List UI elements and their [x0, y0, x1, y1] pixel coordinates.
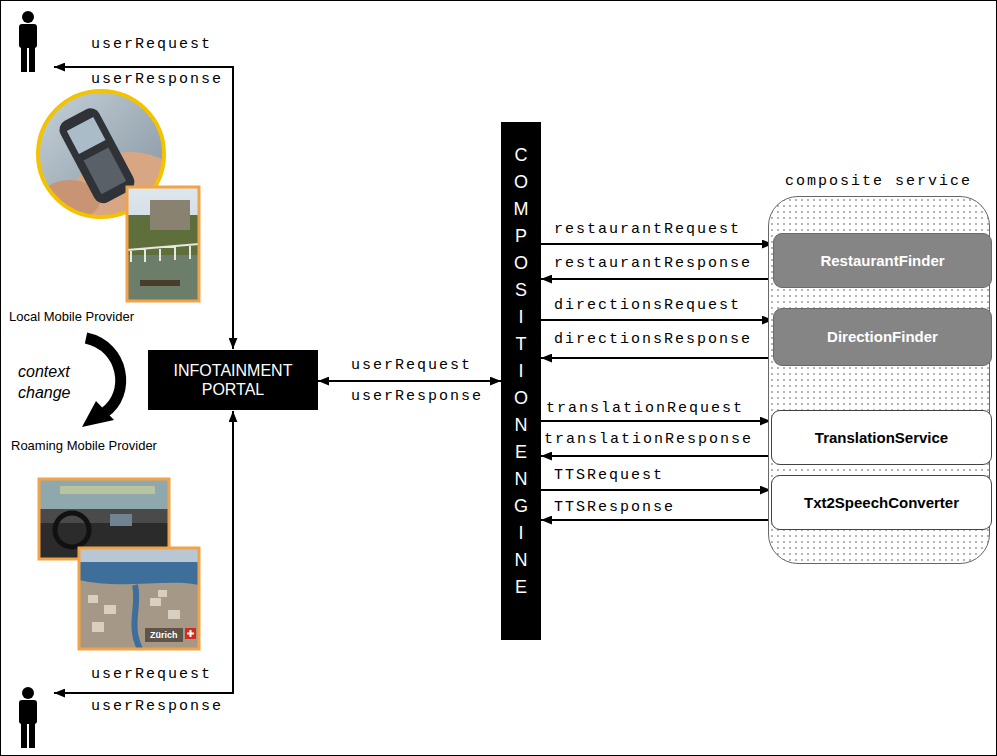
service-box: TranslationService: [771, 410, 992, 465]
person-icon: [19, 687, 37, 748]
photo-bridge: [127, 244, 199, 262]
service-group: composite serviceRestaurantFinderDirecti…: [765, 168, 993, 570]
message-arrow: [541, 455, 771, 457]
person-leg: [21, 722, 27, 748]
building: [104, 605, 116, 614]
service-group-text: composite service: [785, 174, 972, 190]
message-arrow: [541, 420, 771, 422]
building: [150, 598, 161, 606]
message-name: restaurantResponse: [553, 256, 753, 272]
river-photo: [127, 187, 199, 301]
building: [92, 622, 104, 632]
engine-bar: COMPOSITION ENGINE: [501, 122, 541, 640]
message-name: directionsRequest: [553, 298, 742, 314]
photo-water: [127, 255, 199, 301]
photo-city: [79, 548, 199, 649]
swiss-flag: [185, 628, 196, 639]
building: [158, 590, 167, 597]
engine-bar-text: COMPOSITION ENGINE: [503, 142, 539, 601]
person-icon: [19, 11, 37, 72]
signal-name: userRequest: [90, 37, 213, 53]
photo-shadow: [145, 628, 183, 642]
message-name: restaurantRequest: [553, 222, 742, 238]
person-leg: [21, 46, 27, 72]
message-arrow: [541, 243, 773, 245]
phone-screen: [67, 117, 106, 154]
service-box-text: RestaurantFinder: [820, 252, 944, 270]
message-name: userResponse: [350, 389, 484, 405]
photo-windshield: [39, 479, 169, 509]
photo-buildings: [88, 590, 180, 632]
message-arrow: [318, 380, 501, 382]
photo-nav: [110, 514, 132, 526]
provider-caption: Local Mobile Provider: [8, 309, 135, 325]
photo-river: [134, 585, 140, 649]
person-leg: [29, 46, 35, 72]
photo-wheel: [55, 513, 89, 547]
signal-name: userRequest: [90, 667, 213, 683]
city-photo: [79, 548, 199, 649]
message-name: TTSResponse: [553, 500, 676, 516]
person-body: [19, 700, 37, 724]
signal-name: userResponse: [90, 72, 224, 88]
photo-border: [127, 187, 199, 301]
message-arrow: [541, 357, 773, 359]
signal-name: userResponse: [90, 699, 224, 715]
service-box-text: Txt2SpeechConverter: [804, 494, 959, 512]
photo-sky: [127, 187, 199, 301]
context-note: context change: [18, 361, 82, 403]
message-name: userRequest: [350, 358, 473, 374]
flag-cross: [187, 630, 194, 637]
message-name: translationRequest: [545, 401, 745, 417]
phone-keys: [84, 147, 127, 194]
service-box-text: DirectionFinder: [827, 328, 938, 346]
service-box-text: TranslationService: [815, 429, 948, 447]
message-name: directionsResponse: [553, 332, 753, 348]
service-box: DirectionFinder: [773, 308, 992, 366]
photo-road: [60, 486, 155, 494]
context-arrow: [86, 338, 121, 413]
portal-box-text: INFOTAINMENT PORTAL: [156, 361, 310, 399]
photo-lake: [79, 562, 199, 585]
building: [168, 610, 180, 619]
photo-sky: [79, 548, 199, 562]
person-head: [22, 11, 34, 23]
person-head: [22, 687, 34, 699]
message-name: translationResponse: [543, 432, 754, 448]
message-arrow: [541, 319, 773, 321]
photo-building: [150, 200, 190, 230]
service-box: Txt2SpeechConverter: [771, 475, 992, 530]
service-box: RestaurantFinder: [773, 233, 992, 288]
building: [88, 595, 98, 603]
photo-punt: [140, 280, 180, 286]
person-body: [19, 24, 37, 48]
message-name: TTSRequest: [553, 468, 665, 484]
message-arrow: [541, 519, 771, 521]
photo-border: [79, 548, 199, 649]
context-arrowhead: [82, 401, 114, 427]
message-arrow: [541, 489, 771, 491]
provider-caption: Roaming Mobile Provider: [10, 438, 158, 454]
photo-caption: Zürich: [150, 630, 178, 641]
message-arrow: [318, 380, 501, 382]
message-arrow: [541, 278, 773, 280]
portal-box: INFOTAINMENT PORTAL: [148, 350, 318, 410]
person-leg: [29, 722, 35, 748]
